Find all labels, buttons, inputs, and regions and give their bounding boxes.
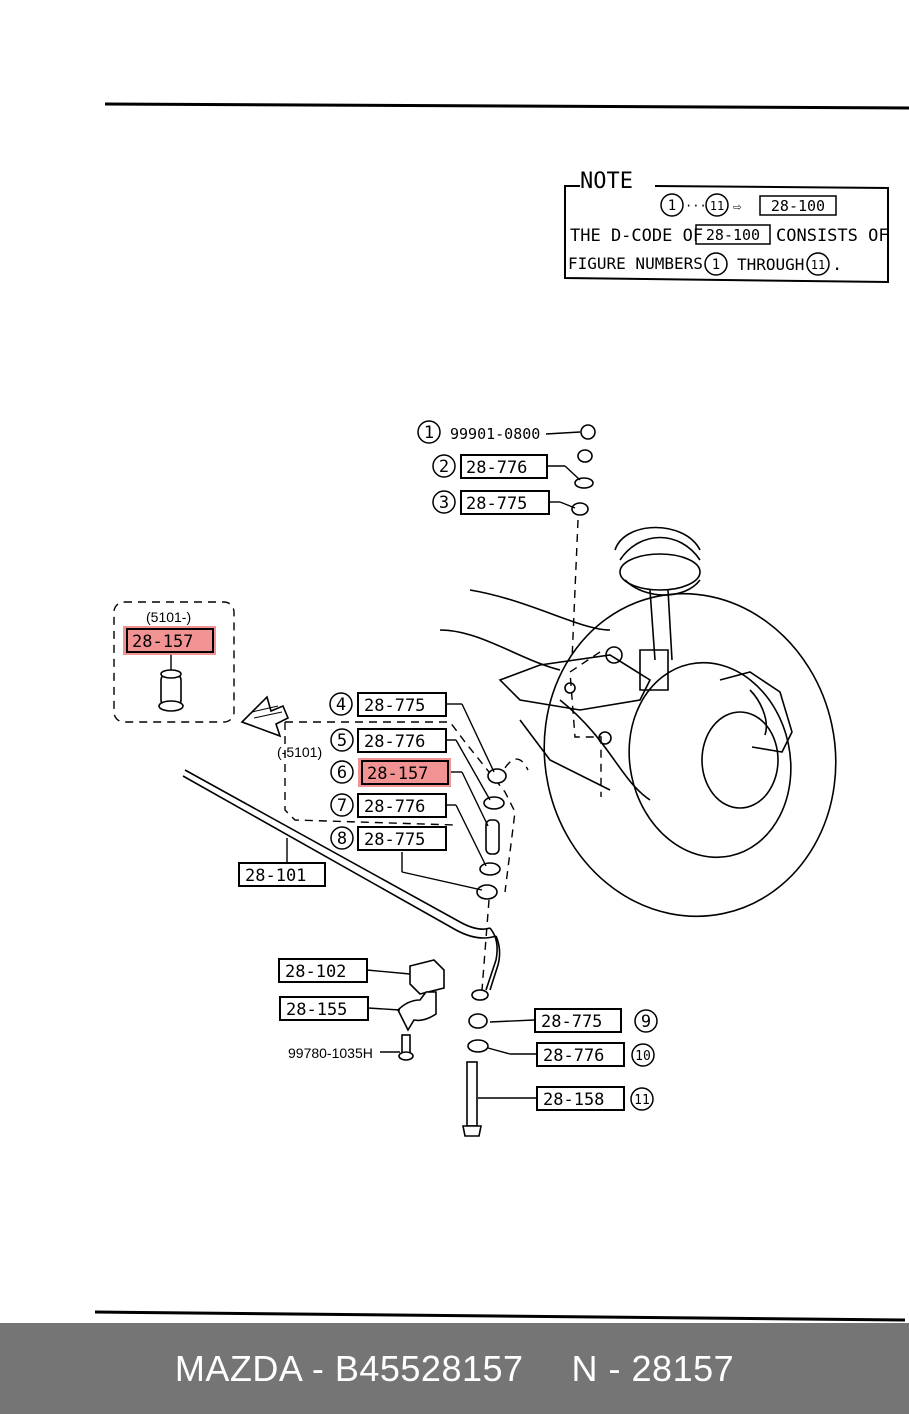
inset-label: (5101-) xyxy=(146,609,191,625)
callout-10: 28-776 10 xyxy=(536,1042,655,1067)
group-label: (-5101) xyxy=(277,744,322,760)
svg-text:1: 1 xyxy=(424,423,434,443)
footer-band xyxy=(0,1323,909,1414)
bushing-icon xyxy=(476,884,498,900)
part-code: 28-776 xyxy=(543,1046,604,1066)
washer-icon xyxy=(467,1039,489,1053)
callout-3: 3 28-775 xyxy=(432,490,550,515)
stabilizer-bar xyxy=(182,769,501,991)
callout-7: 7 28-776 xyxy=(330,793,447,818)
label-bushing: 28-102 xyxy=(278,958,368,983)
note-title: NOTE xyxy=(580,169,633,194)
callout-2: 2 28-776 xyxy=(432,454,548,479)
wheel-assembly-drawing xyxy=(439,526,837,918)
callout-1: 1 99901-0800 xyxy=(417,420,540,444)
footer-ref-number: N - 28157 xyxy=(571,1347,735,1389)
svg-text:3: 3 xyxy=(439,493,449,513)
washer-icon xyxy=(577,449,593,463)
collar-icon xyxy=(485,819,500,855)
label-stabilizer: 28-101 xyxy=(238,862,326,887)
stabilizer-bushing-icon xyxy=(409,959,445,995)
arrow-icon: ⇨ xyxy=(733,199,742,215)
bolt-head-icon xyxy=(462,1125,482,1137)
top-rule xyxy=(104,102,909,110)
svg-text:THE D-CODE OF: THE D-CODE OF xyxy=(570,226,703,246)
part-code: 28-158 xyxy=(543,1090,604,1110)
part-code: 28-157 xyxy=(132,632,193,652)
svg-text:1: 1 xyxy=(668,198,676,214)
part-code: 28-775 xyxy=(541,1012,602,1032)
callout-6: 6 28-157 xyxy=(330,758,451,787)
leader-lines xyxy=(170,431,581,1099)
part-code: 28-776 xyxy=(364,732,425,752)
part-code: 28-102 xyxy=(285,962,346,982)
svg-text:2: 2 xyxy=(439,457,449,477)
nut-icon xyxy=(468,1013,488,1029)
svg-text:9: 9 xyxy=(641,1012,651,1032)
svg-text:8: 8 xyxy=(337,829,347,849)
bottom-rule xyxy=(94,1310,906,1322)
svg-text:CONSISTS OF: CONSISTS OF xyxy=(776,226,889,246)
svg-text:11: 11 xyxy=(710,199,724,213)
note-box: NOTE 1 ··· 11 ⇨ 28-100 THE D-CODE OF 28-… xyxy=(564,169,889,284)
svg-text:5: 5 xyxy=(337,731,347,751)
svg-text:1: 1 xyxy=(712,257,720,273)
inset-variant: (5101-) 28-157 xyxy=(123,609,216,655)
svg-text:28-100: 28-100 xyxy=(706,226,760,244)
label-bolt: 99780-1035H xyxy=(288,1045,373,1061)
callout-4: 4 28-775 xyxy=(329,692,447,717)
bolt-icon xyxy=(466,1061,478,1127)
svg-text:4: 4 xyxy=(336,695,346,715)
washer-icon xyxy=(479,862,501,876)
part-code: 99901-0800 xyxy=(450,425,540,443)
bushing-icon xyxy=(487,768,507,784)
part-code: 28-101 xyxy=(245,866,306,886)
part-code: 28-155 xyxy=(286,1000,347,1020)
part-code: 28-775 xyxy=(364,830,425,850)
part-code: 28-775 xyxy=(466,494,527,514)
svg-text:.: . xyxy=(832,255,842,275)
svg-text:10: 10 xyxy=(635,1049,651,1064)
washer-icon xyxy=(574,477,594,489)
small-bolt-icon xyxy=(401,1034,411,1054)
svg-text:THROUGH: THROUGH xyxy=(737,255,804,274)
highlight xyxy=(358,758,451,787)
footer-part-number: MAZDA - B45528157 xyxy=(174,1347,524,1389)
svg-text:7: 7 xyxy=(337,796,347,816)
svg-text:11: 11 xyxy=(811,258,825,272)
callout-5: 5 28-776 xyxy=(330,728,447,753)
bushing-icon xyxy=(571,502,589,516)
part-code: 28-776 xyxy=(466,458,527,478)
hardware-parts xyxy=(158,424,596,1137)
nut-icon xyxy=(580,424,596,440)
dashed-guides xyxy=(113,519,602,991)
callout-8: 8 28-775 xyxy=(330,826,447,851)
svg-text:28-100: 28-100 xyxy=(771,197,825,215)
bracket-icon xyxy=(397,991,437,1032)
direction-arrow-icon xyxy=(240,695,290,738)
callout-11: 28-158 11 xyxy=(536,1086,654,1111)
svg-text:FIGURE NUMBERS: FIGURE NUMBERS xyxy=(568,254,703,273)
washer-icon xyxy=(483,796,505,810)
highlight xyxy=(123,626,216,655)
part-code: 28-775 xyxy=(364,696,425,716)
washer-icon xyxy=(471,989,489,1001)
svg-text:···: ··· xyxy=(685,199,707,213)
footer: MAZDA - B45528157 N - 28157 xyxy=(0,1323,909,1414)
part-code: 28-776 xyxy=(364,797,425,817)
svg-text:6: 6 xyxy=(337,763,347,783)
label-bracket: 28-155 xyxy=(279,996,369,1021)
svg-text:11: 11 xyxy=(634,1093,650,1108)
callout-9: 28-775 9 xyxy=(534,1008,658,1033)
part-code: 28-157 xyxy=(367,764,428,784)
